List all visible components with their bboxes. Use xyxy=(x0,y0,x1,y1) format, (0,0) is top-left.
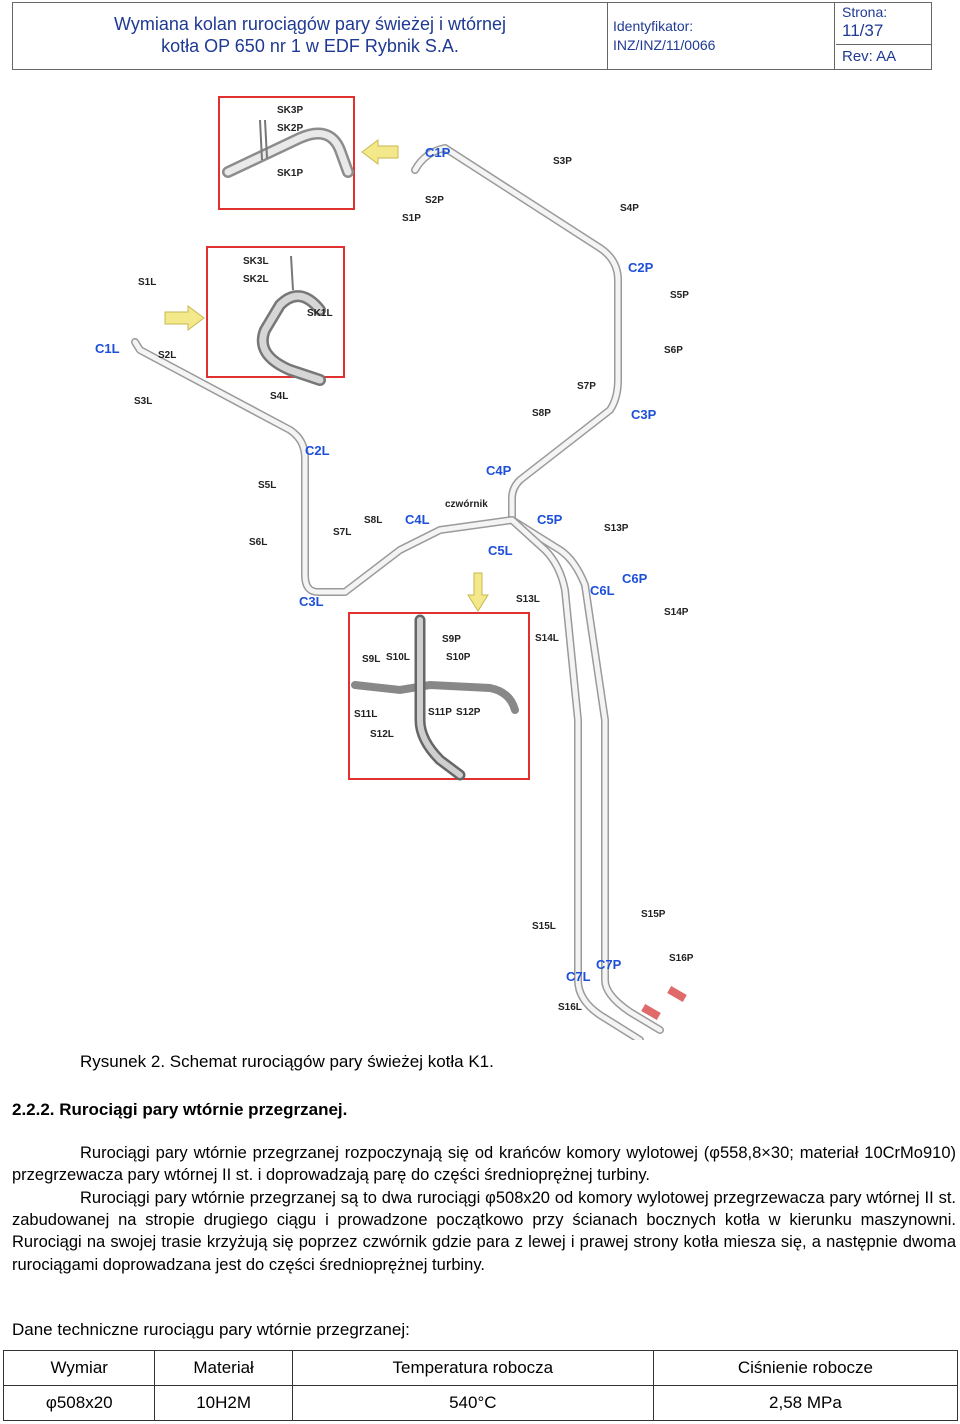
table-header-cell: Ciśnienie robocze xyxy=(652,1350,959,1386)
label-s10l: S10L xyxy=(386,652,410,663)
label-s9l: S9L xyxy=(362,654,380,665)
table-intro: Dane techniczne rurociągu pary wtórnie p… xyxy=(12,1320,410,1339)
document-header: Wymiana kolan rurociągów pary świeżej i … xyxy=(12,2,932,70)
paragraph-1: Rurociągi pary wtórnie przegrzanej rozpo… xyxy=(12,1144,956,1185)
label-s5l: S5L xyxy=(258,480,276,491)
label-s12p: S12P xyxy=(456,707,481,718)
label-c4l: C4L xyxy=(405,512,430,527)
label-s9p: S9P xyxy=(442,634,461,645)
label-s14p: S14P xyxy=(664,607,689,618)
table-row: φ508x20 10H2M 540°C 2,58 MPa xyxy=(2,1385,959,1421)
page-label: Strona: xyxy=(842,4,888,20)
label-s15l: S15L xyxy=(532,921,556,932)
label-sk2l: SK2L xyxy=(243,274,269,285)
table-cell: 540°C xyxy=(291,1385,654,1421)
label-sk3l: SK3L xyxy=(243,256,269,267)
label-c1p: C1P xyxy=(425,145,451,160)
header-page-cell: Strona: 11/37 Rev: AA xyxy=(836,3,931,69)
inset-top: SK3P SK2P SK1P xyxy=(218,96,355,210)
label-s12l: S12L xyxy=(370,729,394,740)
inset-center: S9P S9L S10L S10P S11L S11P S12P S12L xyxy=(348,612,530,781)
table-cell: φ508x20 xyxy=(2,1385,156,1421)
label-s8l: S8L xyxy=(364,515,382,526)
label-s16p: S16P xyxy=(669,953,694,964)
label-s8p: S8P xyxy=(532,408,551,419)
label-s2l: S2L xyxy=(158,350,176,361)
identifier-label: Identyfikator: xyxy=(613,18,694,34)
label-c2p: C2P xyxy=(628,260,654,275)
label-s6p: S6P xyxy=(664,345,683,356)
table-cell: 10H2M xyxy=(154,1385,293,1421)
table-header-cell: Temperatura robocza xyxy=(291,1350,654,1386)
label-c4p: C4P xyxy=(486,463,512,478)
label-s11p: S11P xyxy=(428,707,452,718)
header-title-line1: Wymiana kolan rurociągów pary świeżej i … xyxy=(114,14,506,34)
label-s1l: S1L xyxy=(138,277,156,288)
label-s5p: S5P xyxy=(670,290,689,301)
label-c1l: C1L xyxy=(95,341,120,356)
label-s13p: S13P xyxy=(604,523,629,534)
label-s16l: S16L xyxy=(558,1002,582,1013)
label-c7p: C7P xyxy=(596,957,622,972)
label-s7p: S7P xyxy=(577,381,596,392)
label-s14l: S14L xyxy=(535,633,559,644)
page-number: 11/37 xyxy=(842,21,884,40)
header-title-cell: Wymiana kolan rurociągów pary świeżej i … xyxy=(13,3,608,69)
label-s11l: S11L xyxy=(354,709,377,720)
table-cell: 2,58 MPa xyxy=(652,1385,959,1421)
header-identifier-cell: Identyfikator: INZ/INZ/11/0066 xyxy=(609,3,835,69)
label-s4p: S4P xyxy=(620,203,639,214)
label-s15p: S15P xyxy=(641,909,666,920)
label-s2p: S2P xyxy=(425,195,444,206)
paragraph-2: Rurociągi pary wtórnie przegrzanej są to… xyxy=(12,1189,956,1274)
pipeline-diagram: SK3P SK2P SK1P SK3L SK2L SK1L S9P S9L S1… xyxy=(95,96,694,1040)
label-c5l: C5L xyxy=(488,543,513,558)
inset-left: SK3L SK2L SK1L xyxy=(206,246,345,386)
label-s7l: S7L xyxy=(333,527,351,538)
label-s3p: S3P xyxy=(553,156,572,167)
label-czwornik: czwórnik xyxy=(445,499,488,510)
header-title-line2: kotła OP 650 nr 1 w EDF Rybnik S.A. xyxy=(161,36,459,56)
label-sk2p: SK2P xyxy=(277,123,303,134)
label-s3l: S3L xyxy=(134,396,152,407)
technical-data-table: Wymiar Materiał Temperatura robocza Ciśn… xyxy=(2,1350,959,1421)
label-s10p: S10P xyxy=(446,652,471,663)
label-s6l: S6L xyxy=(249,537,267,548)
label-c6p: C6P xyxy=(622,571,648,586)
label-c7l: C7L xyxy=(566,969,591,984)
table-header-cell: Materiał xyxy=(154,1350,293,1386)
label-s13l: S13L xyxy=(516,594,540,605)
label-c3p: C3P xyxy=(631,407,657,422)
label-sk1l: SK1L xyxy=(307,308,333,319)
label-c5p: C5P xyxy=(537,512,563,527)
label-sk1p: SK1P xyxy=(277,168,303,179)
revision: Rev: AA xyxy=(842,48,897,65)
label-s1p: S1P xyxy=(402,213,421,224)
label-c6l: C6L xyxy=(590,583,615,598)
table-header-row: Wymiar Materiał Temperatura robocza Ciśn… xyxy=(2,1350,959,1386)
table-header-cell: Wymiar xyxy=(2,1350,156,1386)
figure-caption: Rysunek 2. Schemat rurociągów pary śwież… xyxy=(80,1052,494,1071)
label-c3l: C3L xyxy=(299,594,324,609)
identifier-value: INZ/INZ/11/0066 xyxy=(613,37,716,53)
label-sk3p: SK3P xyxy=(277,105,303,116)
section-heading: 2.2.2. Rurociągi pary wtórnie przegrzane… xyxy=(12,1100,348,1119)
label-c2l: C2L xyxy=(305,443,330,458)
label-s4l: S4L xyxy=(270,391,288,402)
